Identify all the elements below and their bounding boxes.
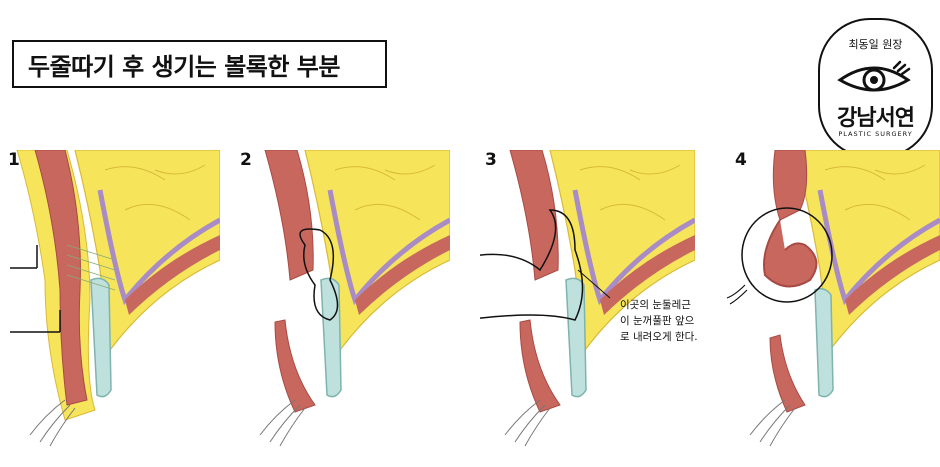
logo-subtitle: PLASTIC SURGERY — [838, 130, 913, 138]
step-number-2: 2 — [240, 150, 252, 170]
eyelid-illustration-2 — [259, 150, 450, 447]
step-number-1: 1 — [8, 150, 20, 170]
annotation-line-3: 로 내려오게 한다. — [620, 331, 698, 343]
page-title: 두줄따기 후 생기는 볼록한 부분 — [28, 52, 340, 81]
title-box: 두줄따기 후 생기는 볼록한 부분 — [12, 40, 387, 88]
logo-doctor-name: 최동일 원장 — [848, 38, 903, 51]
step-number-4: 4 — [735, 150, 747, 170]
eyelid-illustration-1 — [10, 150, 220, 447]
clinic-logo: 최동일 원장 강남서연 PLASTIC SURGERY — [818, 18, 933, 158]
eye-icon — [837, 60, 911, 92]
annotation-line-2: 이 눈꺼풀판 앞으 — [620, 315, 695, 327]
logo-clinic-name: 강남서연 — [837, 106, 915, 131]
step-number-3: 3 — [485, 150, 497, 170]
annotation-note: 이곳의 눈둘레근 이 눈꺼풀판 앞으 로 내려오게 한다. — [620, 297, 698, 345]
annotation-line-1: 이곳의 눈둘레근 — [620, 299, 691, 311]
eyelid-illustration-4 — [726, 150, 940, 447]
eyelid-illustration-3 — [480, 150, 695, 447]
